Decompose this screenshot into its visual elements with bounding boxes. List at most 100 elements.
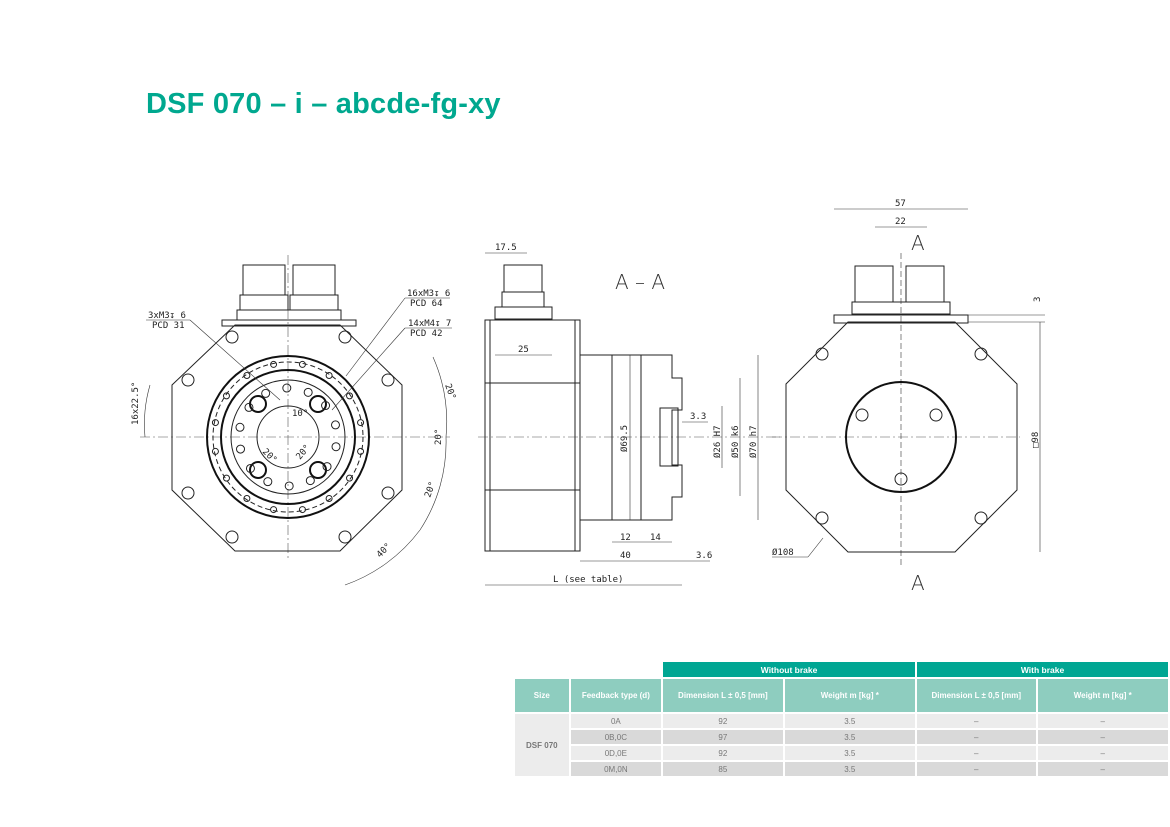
callout-3xm3: 3xM3↧ 6: [148, 311, 186, 321]
callout-pcd31: PCD 31: [152, 321, 185, 331]
section-marker-top: A: [911, 231, 925, 255]
flange-hole: [222, 474, 230, 482]
col-weight: Weight m [kg] *: [784, 679, 916, 712]
dim-17-5: 17.5: [495, 243, 517, 253]
flange-hole: [243, 495, 251, 503]
dim-l-cell: 85: [663, 762, 783, 776]
flange-hole: [282, 383, 292, 393]
flange-hole: [244, 402, 254, 412]
col-feedback: Feedback type (d): [570, 679, 662, 712]
front-view: 3xM3↧ 6 PCD 31 16xM3↧ 6 PCD 64 14xM4↧ 7 …: [131, 255, 457, 586]
col-dim-l-brake: Dimension L ± 0,5 [mm]: [917, 679, 1036, 712]
table-row: 0M,0N 85 3.5 – –: [515, 762, 1168, 776]
flange-hole: [298, 360, 306, 368]
section-view: A – A 17.5 25 Ø69.5 3.3 Ø26 H7 Ø50 k6 Ø7…: [478, 243, 780, 586]
page-title: DSF 070 – i – abcde-fg-xy: [146, 88, 501, 120]
flange-hole: [298, 506, 306, 514]
flange-hole: [303, 387, 313, 397]
angle-20-a: 20°: [442, 383, 457, 402]
section-marker-bottom: A: [911, 571, 925, 595]
rear-screws: [815, 347, 988, 525]
dim-l-cell: 92: [663, 714, 783, 728]
flange-hole: [222, 392, 230, 400]
dim-3-6: 3.6: [696, 551, 712, 561]
weight-brake-cell: –: [1037, 730, 1168, 744]
dim-57: 57: [895, 199, 906, 209]
dim-50: Ø50 k6: [730, 425, 741, 458]
flange-hole: [236, 444, 246, 454]
weight-cell: 3.5: [784, 746, 916, 760]
weight-cell: 3.5: [784, 762, 916, 776]
col-weight-brake: Weight m [kg] *: [1037, 679, 1168, 712]
angle-40: 40°: [375, 542, 394, 561]
angle-20-b: 20°: [434, 429, 444, 445]
dim-22: 22: [895, 217, 906, 227]
flange-hole: [211, 447, 219, 455]
callout-pcd42: PCD 42: [410, 329, 443, 339]
dim-25: 25: [518, 345, 529, 355]
feedback-cell: 0B,0C: [570, 730, 662, 744]
flange-hole: [243, 371, 251, 379]
flange-hole: [325, 495, 333, 503]
weight-brake-cell: –: [1037, 714, 1168, 728]
flange-hole: [346, 474, 354, 482]
flange-hole: [330, 420, 340, 430]
flange-hole: [357, 447, 365, 455]
flange-hole: [263, 477, 273, 487]
dim-14: 14: [650, 533, 661, 543]
flange-hole: [325, 371, 333, 379]
dim-108: Ø108: [772, 547, 794, 558]
flange-hole: [270, 506, 278, 514]
inner-bolts: [249, 395, 327, 479]
dim-l-brake-cell: –: [917, 762, 1036, 776]
weight-brake-cell: –: [1037, 762, 1168, 776]
flange-hole: [245, 463, 255, 473]
group-header-without-brake: Without brake: [663, 662, 916, 677]
dim-40: 40: [620, 551, 631, 561]
dim-70: Ø70 h7: [748, 425, 759, 458]
callout-pcd64: PCD 64: [410, 299, 443, 309]
flange-hole: [261, 388, 271, 398]
dim-l-cell: 92: [663, 746, 783, 760]
dim-l-brake-cell: –: [917, 714, 1036, 728]
dimensions-table: Without brake With brake Size Feedback t…: [513, 660, 1170, 778]
flange-hole: [331, 442, 341, 452]
size-cell: DSF 070: [515, 714, 569, 776]
flange-hole: [305, 476, 315, 486]
dim-3: 3: [1033, 297, 1043, 302]
mount-screws: [181, 330, 395, 544]
dim-l-brake-cell: –: [917, 746, 1036, 760]
rear-view: 57 22 A A 3 □98 Ø108: [772, 199, 1045, 595]
flange-hole: [211, 419, 219, 427]
weight-brake-cell: –: [1037, 746, 1168, 760]
weight-cell: 3.5: [784, 730, 916, 744]
feedback-cell: 0M,0N: [570, 762, 662, 776]
flange-hole: [235, 422, 245, 432]
table-row: 0B,0C 97 3.5 – –: [515, 730, 1168, 744]
feedback-cell: 0D,0E: [570, 746, 662, 760]
flange-hole: [284, 481, 294, 491]
flange-hole: [322, 462, 332, 472]
dim-12: 12: [620, 533, 631, 543]
dim-square-98: □98: [1031, 432, 1041, 448]
col-dim-l: Dimension L ± 0,5 [mm]: [663, 679, 783, 712]
callout-16xm3: 16xM3↧ 6: [407, 289, 450, 299]
table-row: 0D,0E 92 3.5 – –: [515, 746, 1168, 760]
dim-l-brake-cell: –: [917, 730, 1036, 744]
dim-l-cell: 97: [663, 730, 783, 744]
flange-hole: [321, 401, 331, 411]
group-header-with-brake: With brake: [917, 662, 1168, 677]
dim-26: Ø26 H7: [712, 425, 723, 458]
dim-69-5: Ø69.5: [619, 425, 630, 452]
flange-hole: [270, 360, 278, 368]
angle-16x22: 16x22.5°: [131, 382, 141, 425]
weight-cell: 3.5: [784, 714, 916, 728]
table-row: DSF 070 0A 92 3.5 – –: [515, 714, 1168, 776]
dim-l: L (see table): [553, 575, 623, 585]
feedback-cell: 0A: [570, 714, 662, 728]
callout-14xm4: 14xM4↧ 7: [408, 319, 451, 329]
angle-10: 10°: [292, 409, 308, 419]
flange-hole: [357, 419, 365, 427]
col-size: Size: [515, 679, 569, 712]
